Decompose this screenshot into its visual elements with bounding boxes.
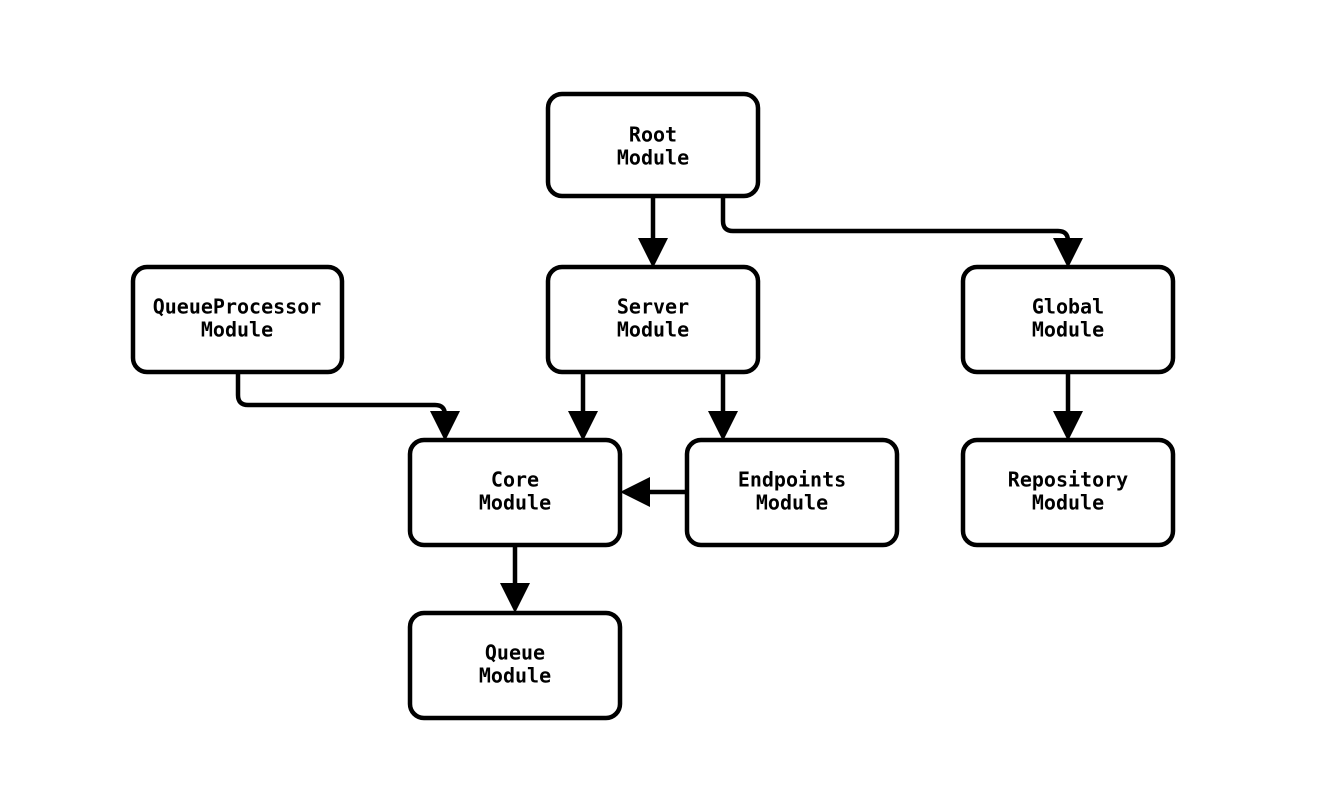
node-queue-module[interactable]: Queue Module: [407, 610, 623, 721]
edge-root-to-server: [638, 196, 668, 268]
node-box[interactable]: [960, 437, 1176, 548]
node-label-line1: Global: [1032, 295, 1104, 319]
node-label-line2: Module: [617, 146, 689, 170]
node-box[interactable]: [960, 264, 1176, 375]
node-label-line1: Core: [491, 468, 539, 492]
node-label-line1: Root: [629, 123, 677, 147]
edge-root-to-global: [720, 196, 1083, 268]
node-repository-module[interactable]: Repository Module: [960, 437, 1176, 548]
arrow-head-icon: [620, 477, 650, 507]
node-box[interactable]: [545, 264, 761, 375]
edge-server-to-endpoints: [708, 372, 738, 441]
node-box[interactable]: [407, 610, 623, 721]
node-label-line1: Repository: [1008, 468, 1128, 492]
node-global-module[interactable]: Global Module: [960, 264, 1176, 375]
node-label-line1: Endpoints: [738, 468, 846, 492]
edge-core-to-queue: [500, 545, 530, 613]
node-endpoints-module[interactable]: Endpoints Module: [684, 437, 900, 548]
arrow-head-icon: [638, 238, 668, 268]
edge-server-to-core: [568, 372, 598, 441]
arrow-head-icon: [1053, 238, 1083, 268]
node-label-line2: Module: [1032, 491, 1104, 515]
edge-global-to-repository: [1053, 372, 1083, 441]
node-label-line2: Module: [617, 318, 689, 342]
edge-queueprocessor-to-core: [235, 372, 460, 441]
node-label-line2: Module: [479, 491, 551, 515]
edge-endpoints-to-core: [620, 477, 687, 507]
node-box[interactable]: [545, 91, 761, 199]
node-box[interactable]: [130, 264, 345, 375]
node-box[interactable]: [684, 437, 900, 548]
node-root-module[interactable]: Root Module: [545, 91, 761, 199]
edge-line: [235, 372, 448, 420]
node-core-module[interactable]: Core Module: [407, 437, 623, 548]
node-label-line2: Module: [479, 664, 551, 688]
node-label-line1: Queue: [485, 641, 545, 665]
arrow-head-icon: [708, 411, 738, 441]
node-box[interactable]: [407, 437, 623, 548]
edge-line: [720, 196, 1071, 247]
arrow-head-icon: [568, 411, 598, 441]
node-label-line2: Module: [1032, 318, 1104, 342]
node-queueprocessor-module[interactable]: QueueProcessor Module: [130, 264, 345, 375]
node-label-line2: Module: [756, 491, 828, 515]
arrow-head-icon: [500, 583, 530, 613]
arrow-head-icon: [1053, 411, 1083, 441]
node-label-line1: Server: [617, 295, 689, 319]
node-server-module[interactable]: Server Module: [545, 264, 761, 375]
arrow-head-icon: [430, 411, 460, 441]
node-label-line2: Module: [201, 318, 273, 342]
node-label-line1: QueueProcessor: [153, 295, 322, 319]
